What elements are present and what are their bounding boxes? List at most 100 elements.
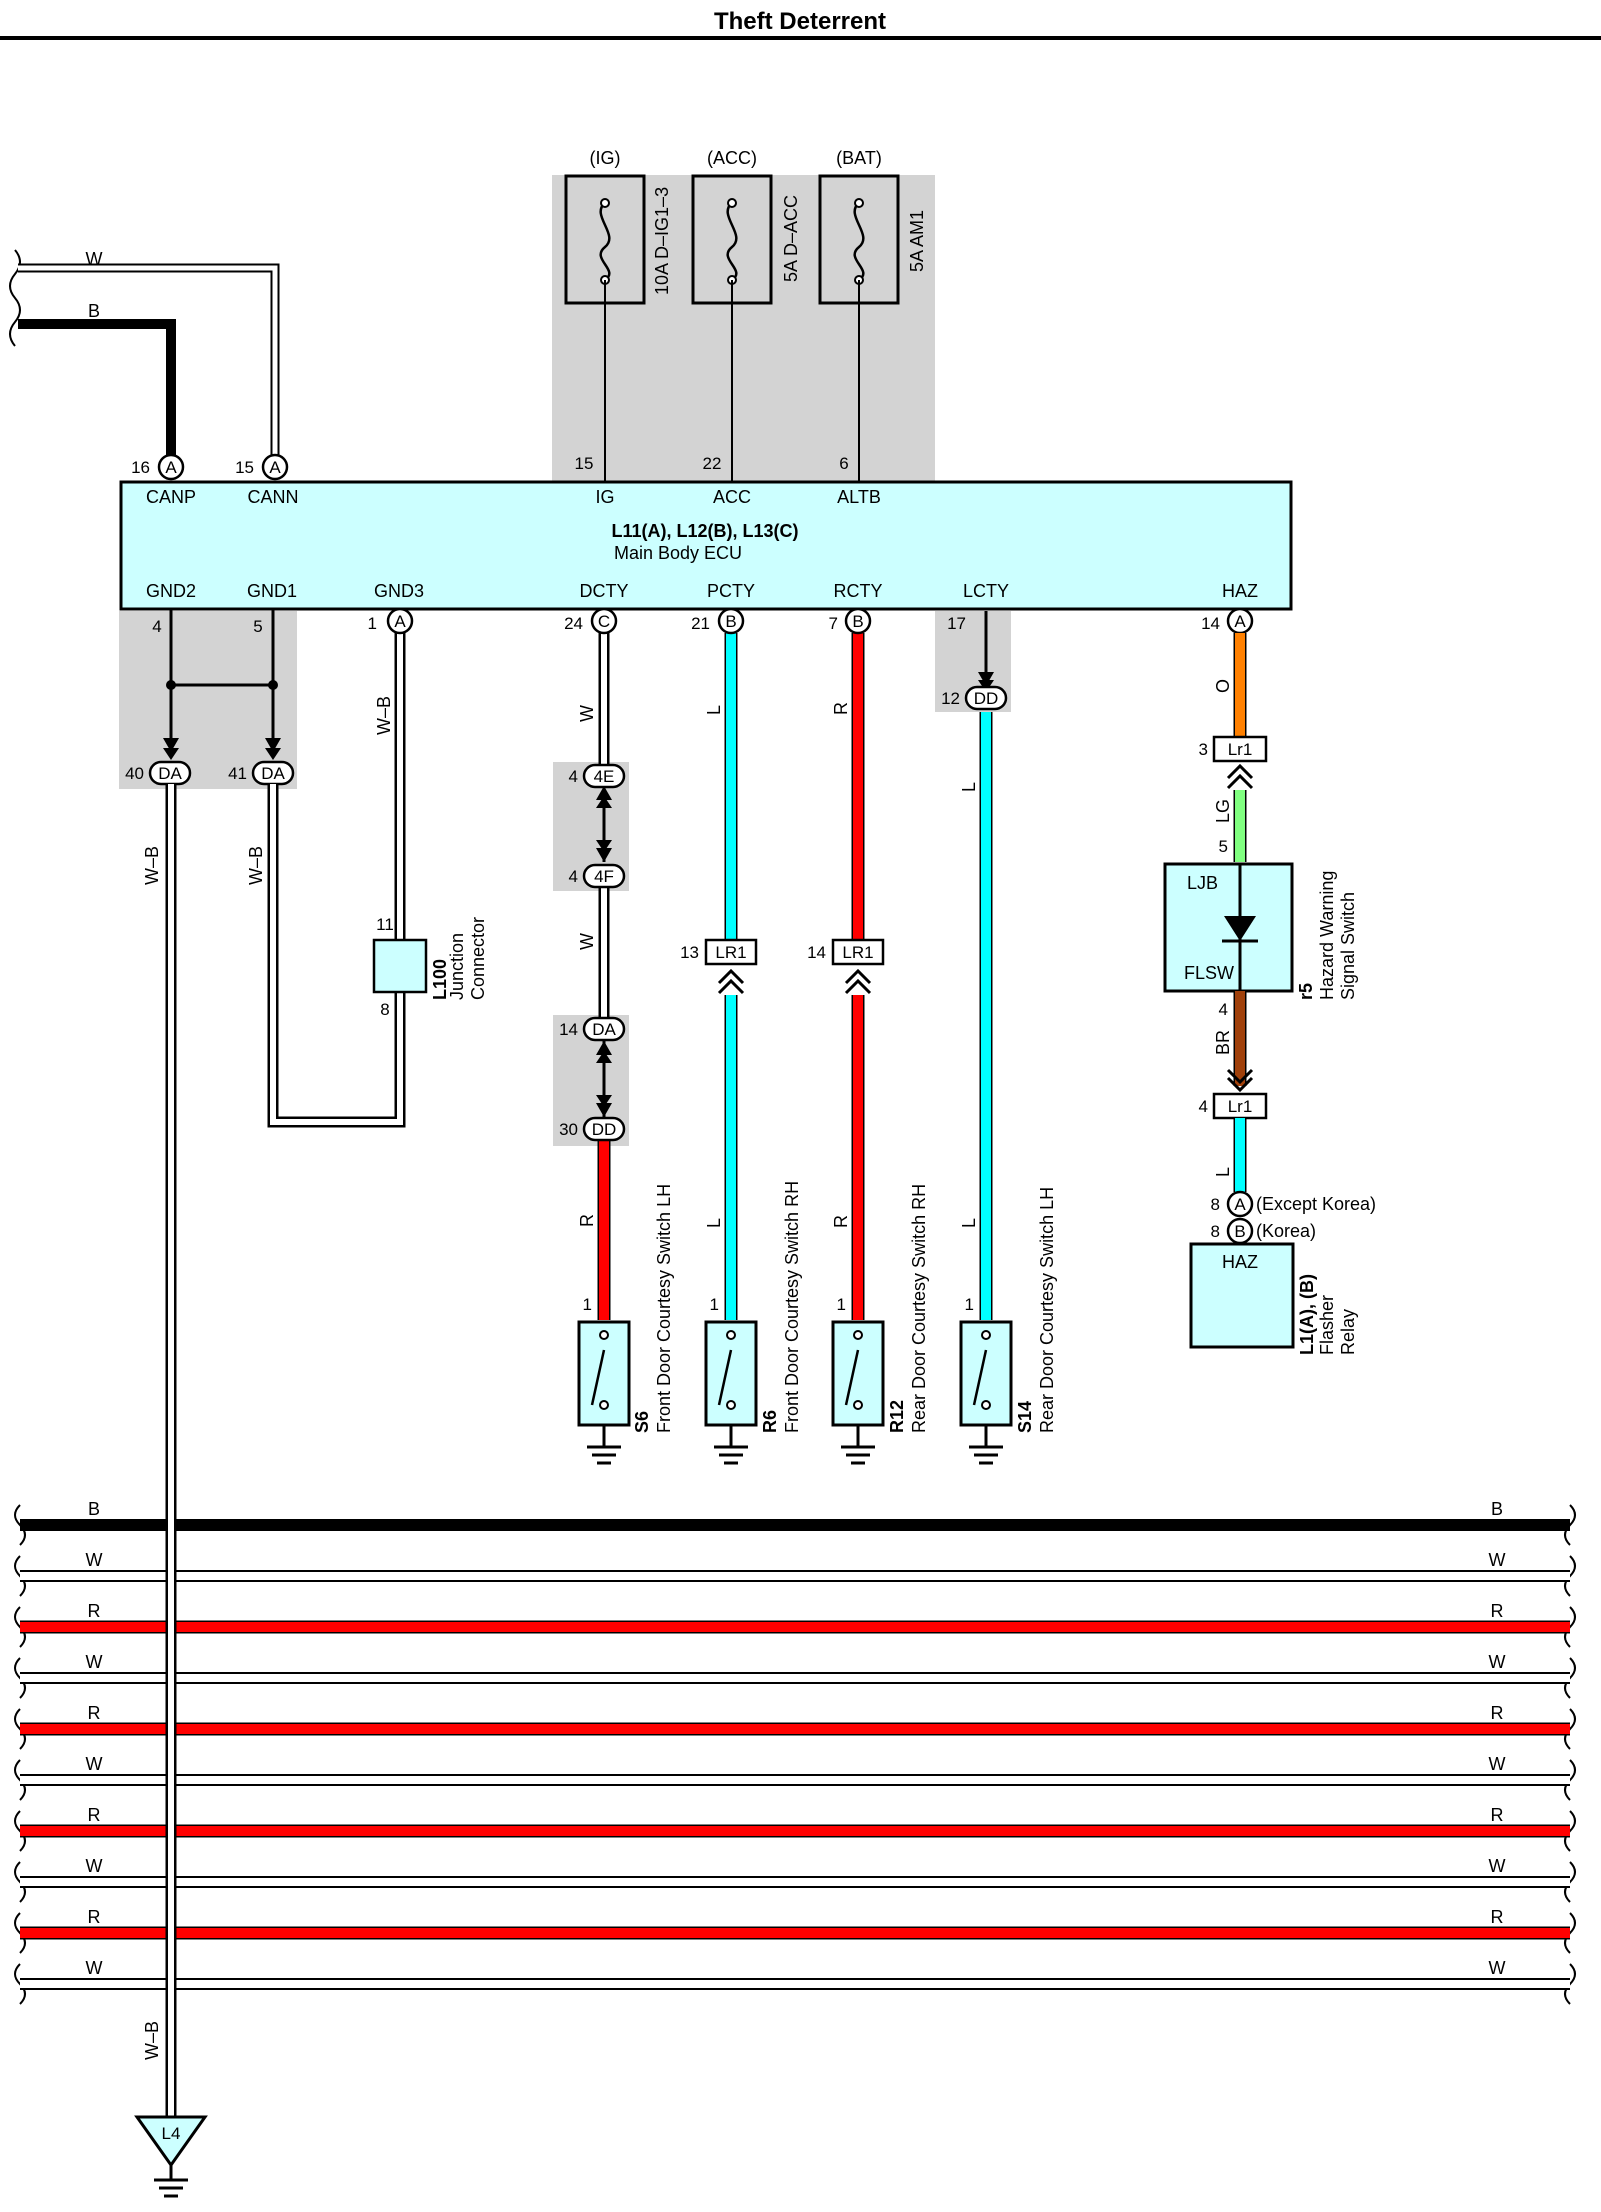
switch-r6-id: R6 — [760, 1410, 780, 1433]
wire-color-dcty1: W — [577, 705, 597, 722]
switch-r6-pin: 1 — [710, 1295, 719, 1314]
bus-wire-label-right: R — [1491, 1907, 1504, 1927]
sig-acc: ACC — [713, 487, 751, 507]
switch-s6-pin: 1 — [583, 1295, 592, 1314]
wire-color-haz3: BR — [1213, 1030, 1233, 1055]
pin-cann: 15 — [235, 458, 254, 477]
wire-gnd1-loop-inner — [270, 630, 403, 1125]
connector-da-14 — [582, 1016, 626, 1042]
connector-canp — [157, 453, 185, 481]
sig-cann: CANN — [247, 487, 298, 507]
wire-color-rcty2: R — [831, 1215, 851, 1228]
connector-dd-30-letter: DD — [592, 1120, 617, 1139]
junction-pin-bottom: 8 — [380, 1000, 389, 1019]
bus-wire-label-left: W — [86, 1958, 103, 1978]
bus-wire-label-right: W — [1489, 1754, 1506, 1774]
junction-connector-l100 — [372, 938, 428, 994]
connector-dd-30 — [582, 1116, 626, 1142]
ground-wiring — [163, 609, 281, 760]
connector-rcty — [844, 607, 872, 635]
fuse-bat-name: 5A AM1 — [907, 210, 927, 272]
wire-color-gnd-bottom: W–B — [142, 2021, 162, 2060]
wire-color-canp: B — [88, 301, 100, 321]
fuse-icon — [726, 202, 738, 282]
pin-40: 40 — [125, 764, 144, 783]
sig-haz: HAZ — [1222, 581, 1258, 601]
switch-r12-id: R12 — [887, 1400, 907, 1433]
switch-r12-name: Rear Door Courtesy Switch RH — [909, 1184, 929, 1433]
connector-4e-letter: 4E — [594, 767, 615, 786]
pin-haz: 14 — [1201, 614, 1220, 633]
bus-wire-label-left: W — [86, 1754, 103, 1774]
connector-gnd3 — [386, 607, 414, 635]
diode-icon — [1224, 916, 1256, 941]
switch-r12: 1 R12 Rear Door Courtesy Switch RH — [831, 1184, 929, 1465]
connector-pcty-letter: B — [725, 612, 736, 631]
switch-contact-icon — [844, 1349, 860, 1406]
hazard-switch-name2: Signal Switch — [1338, 892, 1358, 1000]
flasher-label: HAZ — [1222, 1252, 1258, 1272]
switch-s14-id: S14 — [1015, 1401, 1035, 1433]
switch-r6: 1 R6 Front Door Courtesy Switch RH — [704, 1181, 802, 1465]
connector-lr1-14 — [831, 938, 885, 966]
fuse-bat-supply: (BAT) — [836, 148, 882, 168]
pin-lr1-14: 14 — [807, 943, 826, 962]
connector-lr1-13-letter: LR1 — [715, 943, 746, 962]
switch-s14-pin: 1 — [965, 1295, 974, 1314]
sig-rcty: RCTY — [834, 581, 883, 601]
pin-4f: 4 — [569, 867, 578, 886]
ecu-name: L11(A), L12(B), L13(C) — [611, 521, 798, 541]
sig-gnd2: GND2 — [146, 581, 196, 601]
pin-canp: 16 — [131, 458, 150, 477]
flasher-relay: A 8 (Except Korea) B 8 (Korea) HAZ L1(A)… — [1189, 1190, 1376, 1355]
flasher-note-a: (Except Korea) — [1256, 1194, 1376, 1214]
connector-da-40-letter: DA — [158, 764, 182, 783]
switch-s14: 1 S14 Rear Door Courtesy Switch LH — [959, 1187, 1057, 1465]
bus-wire-label-left: B — [88, 1499, 100, 1519]
pin-dcty: 24 — [564, 614, 583, 633]
rcty-circuit — [844, 633, 872, 1320]
bus-wire-label-right: B — [1491, 1499, 1503, 1519]
connector-arrows — [1226, 763, 1254, 790]
bus-wire-label-left: W — [86, 1550, 103, 1570]
fuse-ig-name: 10A D–IG1–3 — [652, 187, 672, 295]
pin-lr1-4a: 4 — [1219, 1000, 1228, 1019]
connector-dd-12 — [964, 685, 1008, 711]
sig-ig: IG — [595, 487, 614, 507]
connector-lr1-3-letter: Lr1 — [1228, 740, 1253, 759]
pin-ig: 15 — [575, 454, 594, 473]
connector-lr1-3 — [1212, 735, 1268, 763]
wire-color-haz2: LG — [1213, 799, 1233, 823]
connector-4f — [582, 863, 626, 889]
wire-color-gnd2: W–B — [142, 846, 162, 885]
dcty-circuit — [596, 633, 612, 1320]
pin-41: 41 — [228, 764, 247, 783]
bus-wire-label-left: R — [88, 1703, 101, 1723]
wire-color-pcty2: L — [704, 1218, 724, 1228]
flasher-conn-a: A — [1234, 1195, 1246, 1214]
wire-color-haz4: L — [1213, 1167, 1233, 1177]
connector-arrows-2 — [1226, 1068, 1254, 1093]
main-body-ecu — [119, 480, 1293, 611]
connector-haz-letter: A — [1234, 612, 1246, 631]
connector-canp-letter: A — [165, 458, 177, 477]
wire-color-pcty1: L — [704, 705, 724, 715]
wire-color-rcty1: R — [831, 702, 851, 715]
connector-4e — [582, 763, 626, 789]
sig-dcty: DCTY — [580, 581, 629, 601]
pin-dd-12: 12 — [941, 689, 960, 708]
fuse-acc-supply: (ACC) — [707, 148, 757, 168]
hazard-switch-name: Hazard Warning — [1317, 871, 1337, 1000]
connector-4f-letter: 4F — [594, 867, 614, 886]
pin-gnd3: 1 — [368, 614, 377, 633]
pcty-circuit — [717, 633, 745, 1320]
flasher-pin-a: 8 — [1211, 1195, 1220, 1214]
